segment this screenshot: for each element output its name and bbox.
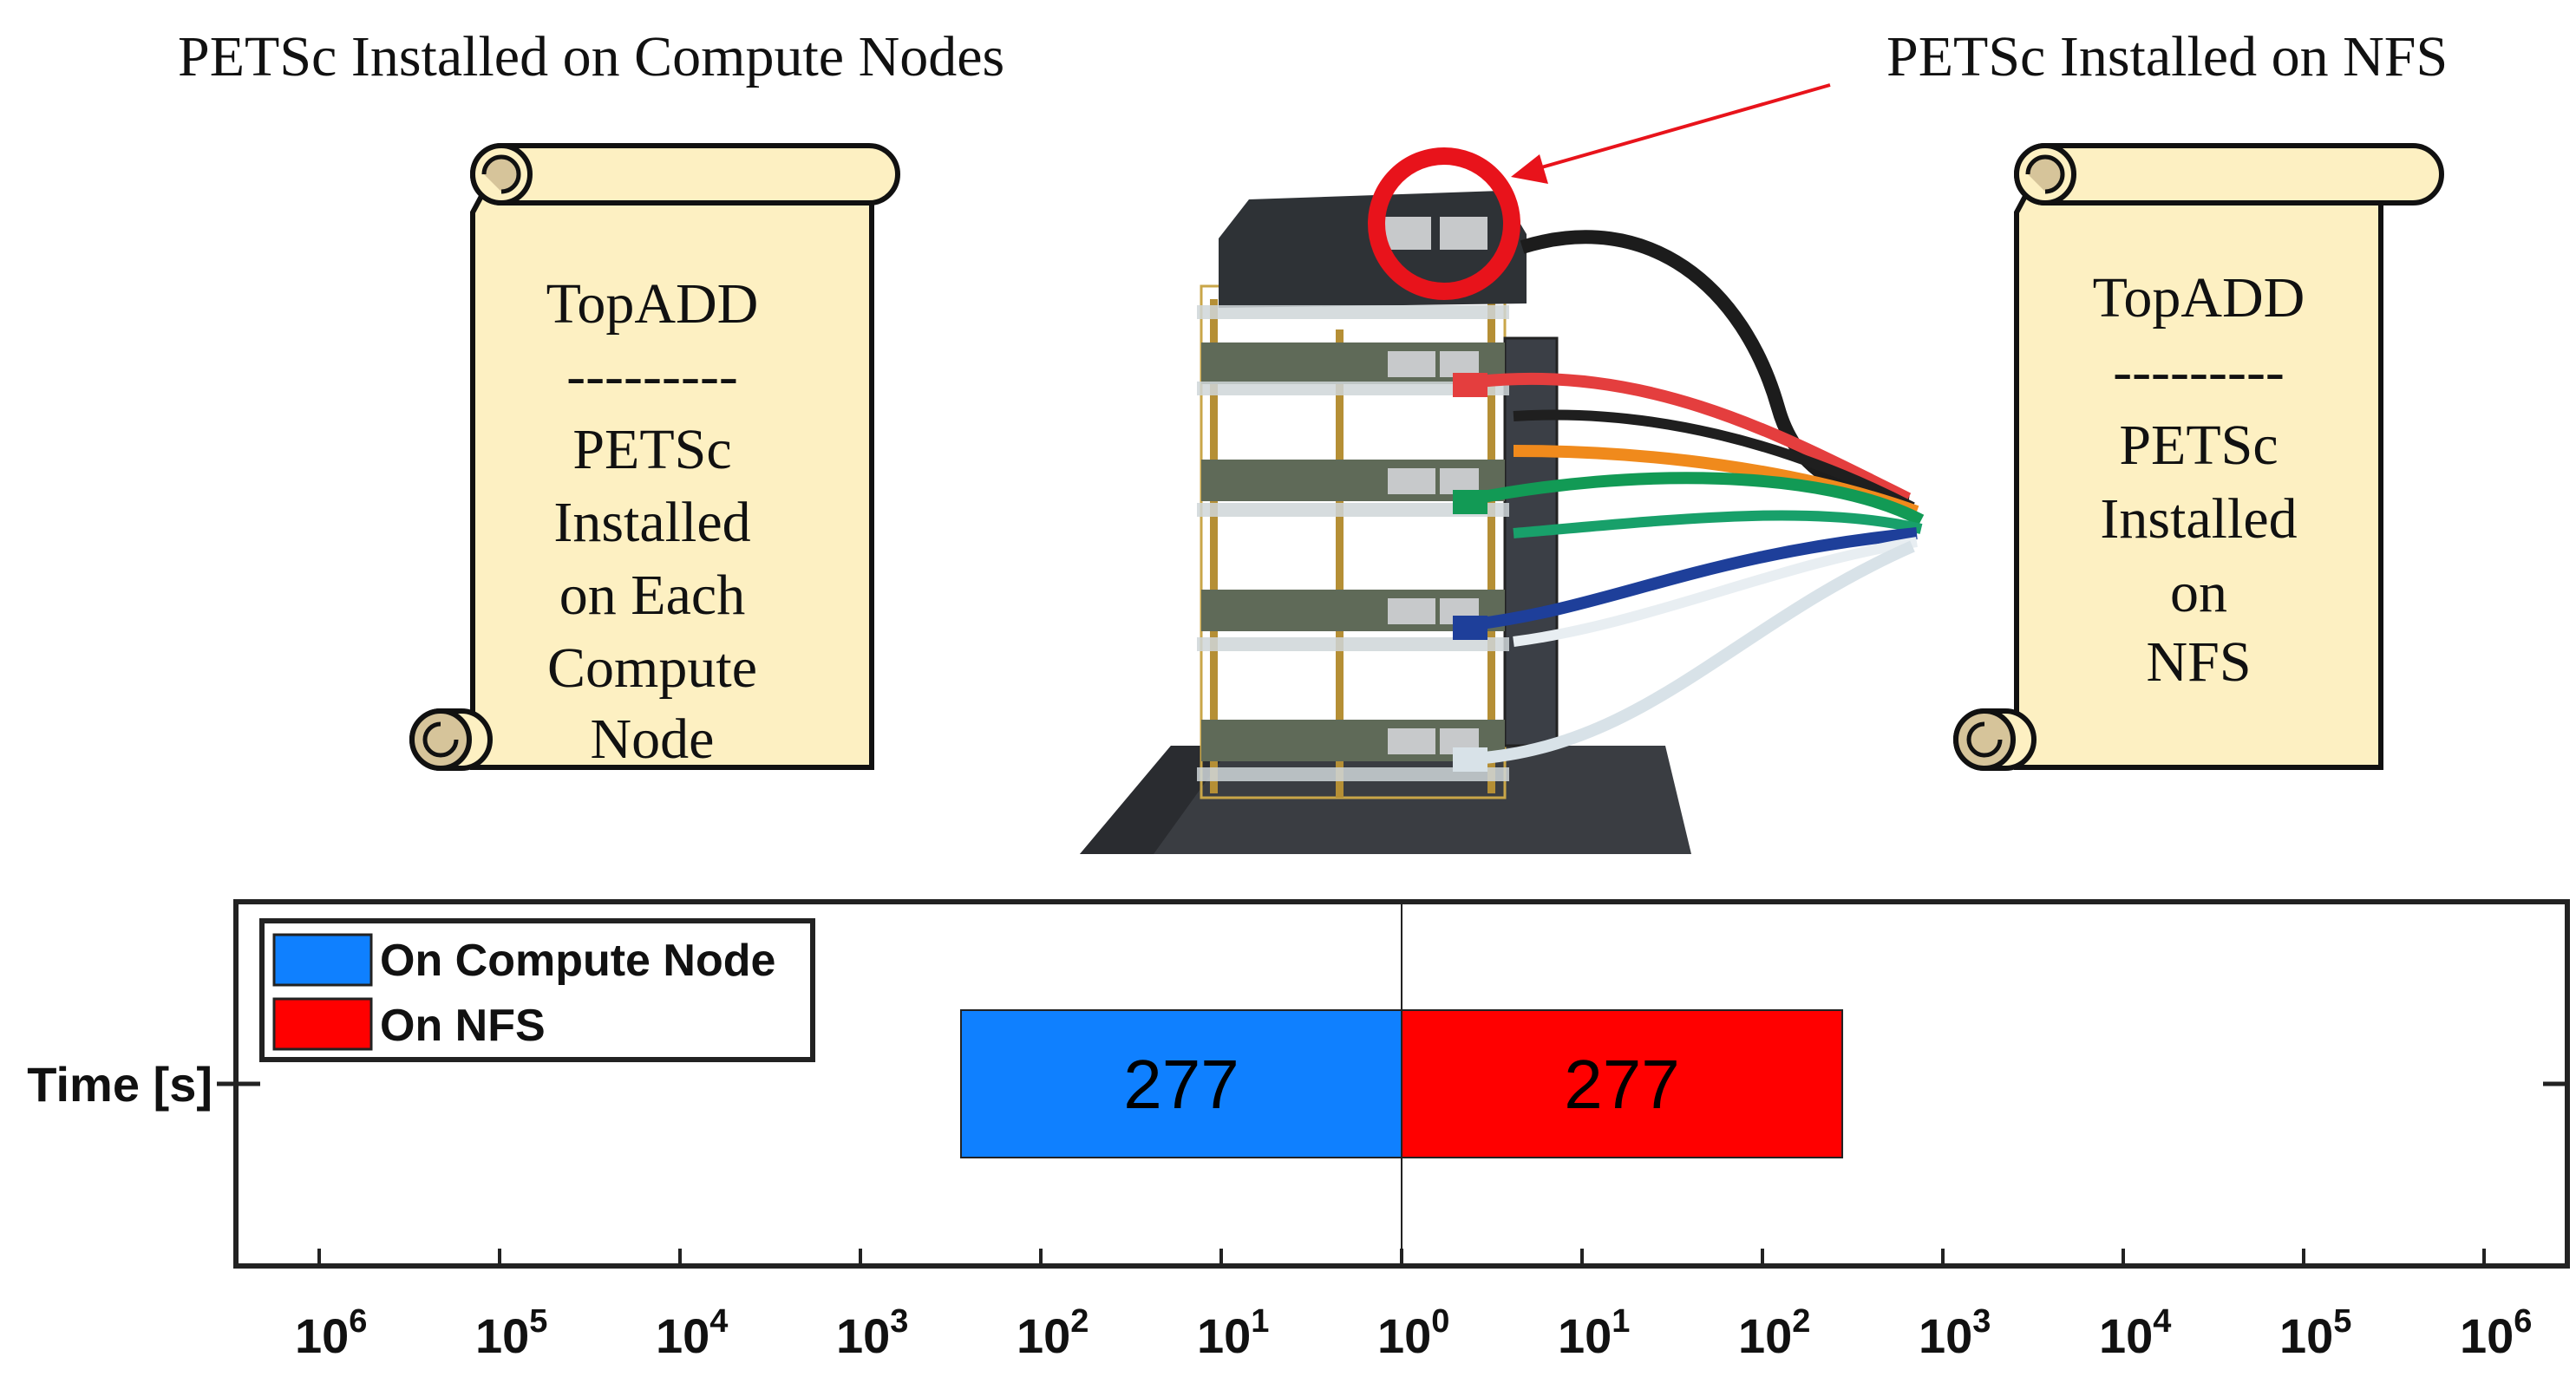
bar-compute-node (959, 1009, 1403, 1158)
legend-swatch-nfs (272, 997, 373, 1051)
x-tick-label: 100 (1377, 1303, 1449, 1363)
scroll-right-line-6: NFS (2146, 630, 2251, 694)
scroll-left-line-4: Installed (553, 491, 750, 554)
x-tick-label: 105 (2279, 1303, 2351, 1363)
caption-right: PETSc Installed on NFS (1886, 25, 2449, 88)
x-ticks-layer (317, 1249, 2486, 1266)
y-axis-label: Time [s] (27, 1057, 212, 1112)
scroll-left: TopADD --------- PETSc Installed on Each… (409, 143, 900, 771)
x-tick-label: 103 (1919, 1303, 1991, 1363)
scroll-left-line-7: Node (591, 708, 715, 771)
x-tick-label: 106 (295, 1303, 367, 1363)
x-tick-label: 102 (1738, 1303, 1810, 1363)
x-tick-label: 103 (836, 1303, 908, 1363)
x-tick-label: 104 (2099, 1303, 2171, 1363)
scroll-left-line-3: PETSc (572, 418, 731, 481)
bar-label-nfs: 277 (1564, 1046, 1679, 1123)
scroll-left-line-1: TopADD (546, 272, 759, 336)
x-tick-label: 106 (2460, 1303, 2532, 1363)
x-tick-labels-layer: 106 105 104 103 102 101 100 101 102 103 104 105 106 (295, 1303, 2532, 1363)
scroll-left-line-5: on Each (559, 564, 745, 627)
bar-label-compute-node: 277 (1123, 1046, 1239, 1123)
x-tick-label: 101 (1197, 1303, 1269, 1363)
legend-swatch-compute (272, 933, 373, 987)
scroll-right-line-4: Installed (2100, 487, 2297, 551)
scroll-right: TopADD --------- PETSc Installed on NFS (1953, 143, 2444, 771)
bar-nfs (1401, 1009, 1844, 1158)
bars-layer: 277 277 (959, 1009, 1844, 1158)
scroll-right-line-3: PETSc (2119, 414, 2278, 477)
scroll-right-line-1: TopADD (2093, 266, 2305, 329)
nfs-pointer-arrow (1511, 83, 1831, 184)
x-tick-label: 101 (1558, 1303, 1630, 1363)
caption-left: PETSc Installed on Compute Nodes (178, 25, 1005, 88)
legend-label-nfs: On NFS (380, 1001, 546, 1051)
nfs-highlight-circle (1368, 147, 1520, 300)
scroll-left-line-6: Compute (547, 636, 757, 700)
scroll-left-line-2: --------- (566, 344, 738, 408)
scroll-right-line-2: --------- (2113, 340, 2285, 403)
time-chart: 277 277 106 105 104 103 102 101 100 101 102 103 104… (27, 899, 2570, 1363)
x-tick-label: 102 (1017, 1303, 1089, 1363)
legend-label-compute: On Compute Node (380, 936, 775, 986)
legend: On Compute Node On NFS (259, 918, 815, 1062)
scroll-right-line-5: on (2170, 561, 2227, 624)
x-tick-label: 104 (656, 1303, 728, 1363)
cluster-photo (1080, 147, 1925, 854)
x-tick-label: 105 (475, 1303, 547, 1363)
